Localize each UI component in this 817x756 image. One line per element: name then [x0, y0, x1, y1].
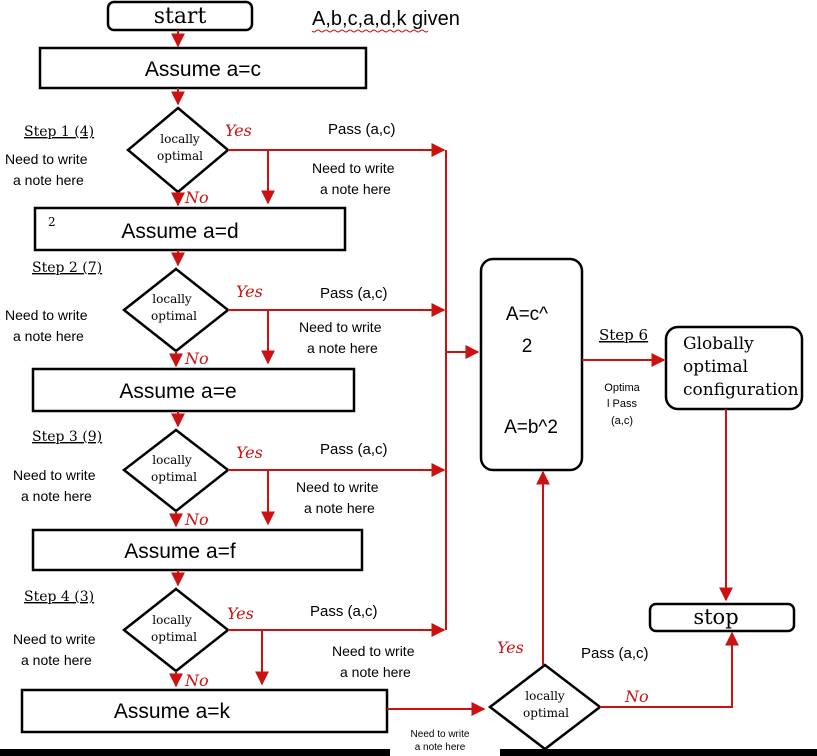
yes-label-2: Yes: [236, 282, 263, 301]
decision-2-line1: locally: [152, 292, 192, 306]
stop-label: stop: [693, 605, 738, 629]
step-6-label: Step 6: [599, 326, 648, 344]
no-label-4: No: [184, 671, 209, 690]
decision-1-line1: locally: [160, 132, 200, 146]
side-note-2-line1: Need to write: [5, 307, 88, 323]
arrow-final-no: [600, 631, 739, 708]
decision-4-line2: optimal: [151, 630, 197, 644]
assume-box-d-label: Assume a=d: [121, 220, 238, 243]
arrow-note-4-line1: Need to write: [332, 643, 415, 659]
assume-box-k: [20, 688, 389, 734]
side-note-3-line2: a note here: [21, 488, 92, 504]
globally-optimal-box: [664, 325, 804, 411]
bottom-note-line1: Need to write: [411, 729, 470, 740]
no-label-final: No: [624, 687, 649, 706]
start-box: [106, 0, 254, 32]
pass-label-4: Pass (a,c): [310, 603, 378, 620]
arrow-note-3-line2: a note here: [304, 500, 375, 516]
globally-line3: configuration: [683, 380, 799, 400]
step-3-label: Step 3 (9): [32, 429, 102, 445]
optima-pass-line3: (a,c): [611, 415, 633, 427]
decision-2-line2: optimal: [151, 309, 197, 323]
center-box-line2: 2: [522, 336, 533, 357]
final-pass-label: Pass (a,c): [581, 645, 649, 662]
arrow-note-1-line1: Need to write: [312, 160, 395, 176]
optima-pass-line1: Optima: [604, 382, 640, 394]
box2-corner-mark: 2: [48, 215, 56, 229]
start-label: start: [154, 4, 207, 29]
decision-1-line2: optimal: [157, 149, 203, 163]
bottom-note-line2: a note here: [415, 742, 466, 753]
assume-box-f: [31, 528, 364, 572]
side-note-2-line2: a note here: [13, 328, 84, 344]
assume-box-c-label: Assume a=c: [145, 58, 261, 81]
side-note-4-line1: Need to write: [13, 631, 96, 647]
center-result-box: [479, 257, 584, 472]
globally-line2: optimal: [683, 357, 748, 377]
bottom-edge-bar-right: [500, 749, 817, 756]
yes-label-final: Yes: [497, 638, 524, 657]
decision-3-line1: locally: [152, 453, 192, 467]
assume-box-d: [33, 206, 347, 252]
arrow-note-4-line2: a note here: [340, 664, 411, 680]
decision-3-line2: optimal: [151, 470, 197, 484]
side-note-1-line1: Need to write: [5, 151, 88, 167]
arrow-note-1-line2: a note here: [320, 181, 391, 197]
side-note-4-line2: a note here: [21, 652, 92, 668]
arrow-note-2-line1: Need to write: [299, 319, 382, 335]
assume-box-e-label: Assume a=e: [119, 380, 236, 403]
decision-final-line1: locally: [525, 689, 565, 703]
assume-box-f-label: Assume a=f: [124, 540, 236, 563]
optima-pass-line2: l Pass: [607, 398, 637, 410]
assume-box-k-label: Assume a=k: [114, 700, 231, 723]
yes-label-1: Yes: [225, 121, 252, 140]
decision-4-line1: locally: [152, 613, 192, 627]
header-underline-squiggle: [311, 29, 429, 33]
pass-label-3: Pass (a,c): [320, 441, 388, 458]
arrow-note-3-line1: Need to write: [296, 479, 379, 495]
no-label-3: No: [184, 510, 209, 529]
stop-box: [648, 602, 796, 633]
arrow-note-2-line2: a note here: [307, 340, 378, 356]
center-box-line3: A=b^2: [504, 417, 558, 438]
step-1-label: Step 1 (4): [24, 124, 94, 140]
pass-label-2: Pass (a,c): [320, 285, 388, 302]
step-4-label: Step 4 (3): [24, 589, 94, 605]
center-box-line1: A=c^: [506, 304, 548, 325]
bottom-edge-bar-left: [0, 749, 390, 756]
no-label-2: No: [184, 349, 209, 368]
side-note-1-line2: a note here: [13, 172, 84, 188]
pass-label-1: Pass (a,c): [328, 121, 396, 138]
assume-box-c: [38, 46, 368, 90]
no-label-1: No: [184, 188, 209, 207]
assume-box-e: [31, 367, 356, 413]
header-note: A,b,c,a,d,k given: [312, 8, 460, 30]
decision-final-line2: optimal: [523, 706, 569, 720]
globally-line1: Globally: [683, 334, 754, 354]
yes-label-4: Yes: [227, 604, 254, 623]
step-2-label: Step 2 (7): [32, 260, 102, 276]
yes-label-3: Yes: [236, 443, 263, 462]
side-note-3-line1: Need to write: [13, 467, 96, 483]
